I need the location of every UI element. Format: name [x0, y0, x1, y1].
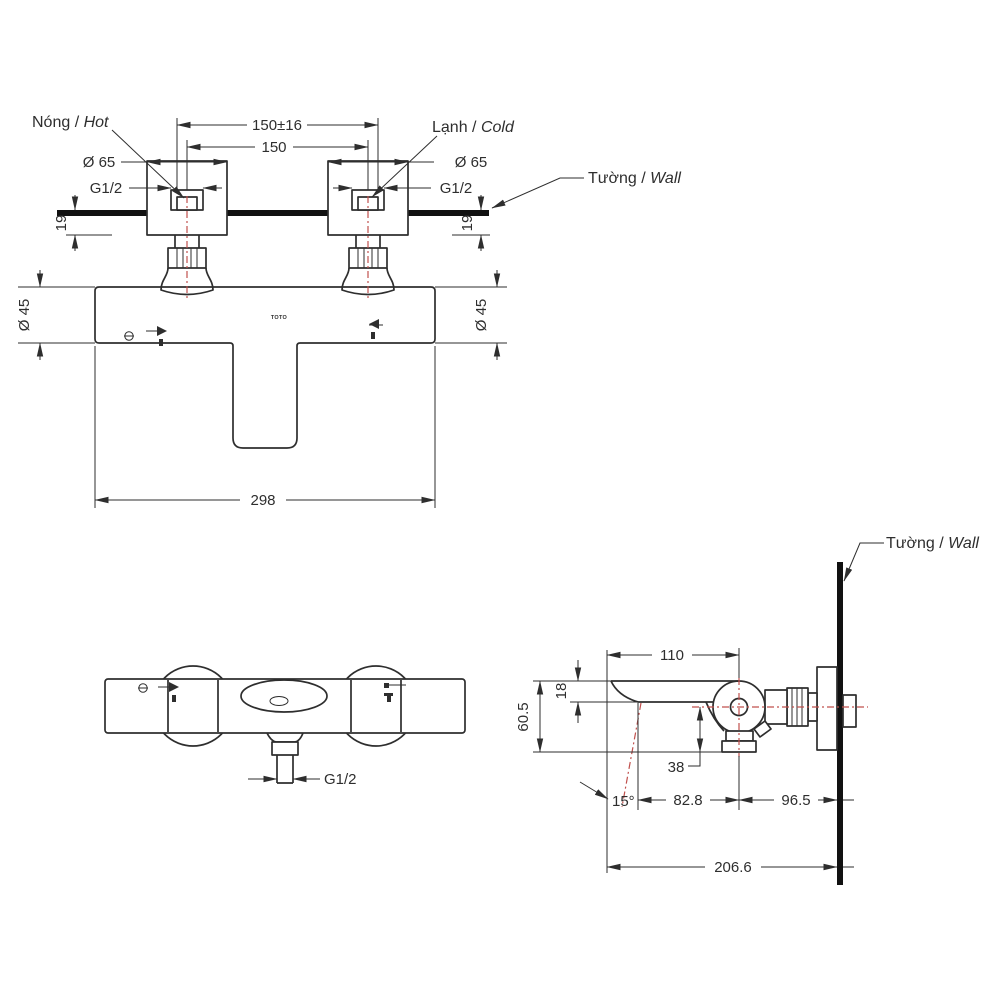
- top-right-screw-mark: [384, 683, 406, 702]
- front-left-screw-mark: [124, 326, 167, 346]
- dim-outlet-offset: 38: [668, 759, 685, 776]
- dim-body-dia-right: Ø 45: [473, 299, 490, 332]
- top-view: G1/2: [104, 665, 466, 788]
- escutcheon-plate: [816, 666, 838, 751]
- dim-thread-right: G1/2: [440, 180, 473, 197]
- wall-leader-top: [491, 177, 584, 209]
- dim-spout-reach: 110: [660, 647, 684, 664]
- top-left-screw-mark: [138, 682, 179, 702]
- dim-thread-left: G1/2: [90, 180, 123, 197]
- spout-profile: [610, 680, 739, 732]
- dim-flange-left: Ø 65: [83, 154, 116, 171]
- diverter-tab: [753, 720, 772, 738]
- dim-body-dia-left: Ø 45: [16, 299, 33, 332]
- cold-leader-line: [371, 135, 438, 198]
- front-extension-lines: [18, 118, 507, 508]
- dim-height: 60.5: [515, 702, 532, 731]
- bottom-outlet: [266, 732, 304, 784]
- brand-logo: TOTO: [271, 315, 288, 321]
- wall-leader-side: [843, 542, 884, 582]
- hot-leader-line: [111, 129, 185, 199]
- dim-spacing-tolerance: 150±16: [252, 117, 302, 134]
- aerator: [269, 696, 289, 706]
- cold-label: Lạnh / Cold: [432, 119, 515, 136]
- dim-body-x: 96.5: [781, 792, 810, 809]
- dim-overall-depth: 206.6: [714, 859, 752, 876]
- front-view: TOTO 150±16: [16, 114, 681, 509]
- wall-label-side: Tường / Wall: [886, 535, 979, 552]
- dim-spray-angle: 15°: [612, 793, 635, 810]
- hot-label: Nóng / Hot: [32, 114, 109, 131]
- dim-spacing: 150: [261, 139, 286, 156]
- dim-overall-width: 298: [250, 492, 275, 509]
- behind-wall-fitting: [842, 694, 857, 728]
- side-view: 110 18 60.5 38 15° 82.8 96.5 206.6 Tường…: [515, 535, 979, 885]
- dim-wall-offset-right: 19: [459, 215, 476, 232]
- front-right-screw-mark: [369, 319, 383, 339]
- spout-recess: [240, 679, 328, 713]
- wall-section-front: [57, 210, 489, 216]
- mixer-body-front: [94, 286, 436, 449]
- dim-flange-right: Ø 65: [455, 154, 488, 171]
- dim-spout-drop: 18: [553, 683, 570, 700]
- wall-label-top: Tường / Wall: [588, 170, 681, 187]
- dim-wall-offset-left: 19: [53, 215, 70, 232]
- knob-skirt-edges: [167, 680, 402, 732]
- dim-spout-x: 82.8: [673, 792, 702, 809]
- wall-section-side: [837, 562, 843, 885]
- dim-outlet-thread: G1/2: [324, 771, 357, 788]
